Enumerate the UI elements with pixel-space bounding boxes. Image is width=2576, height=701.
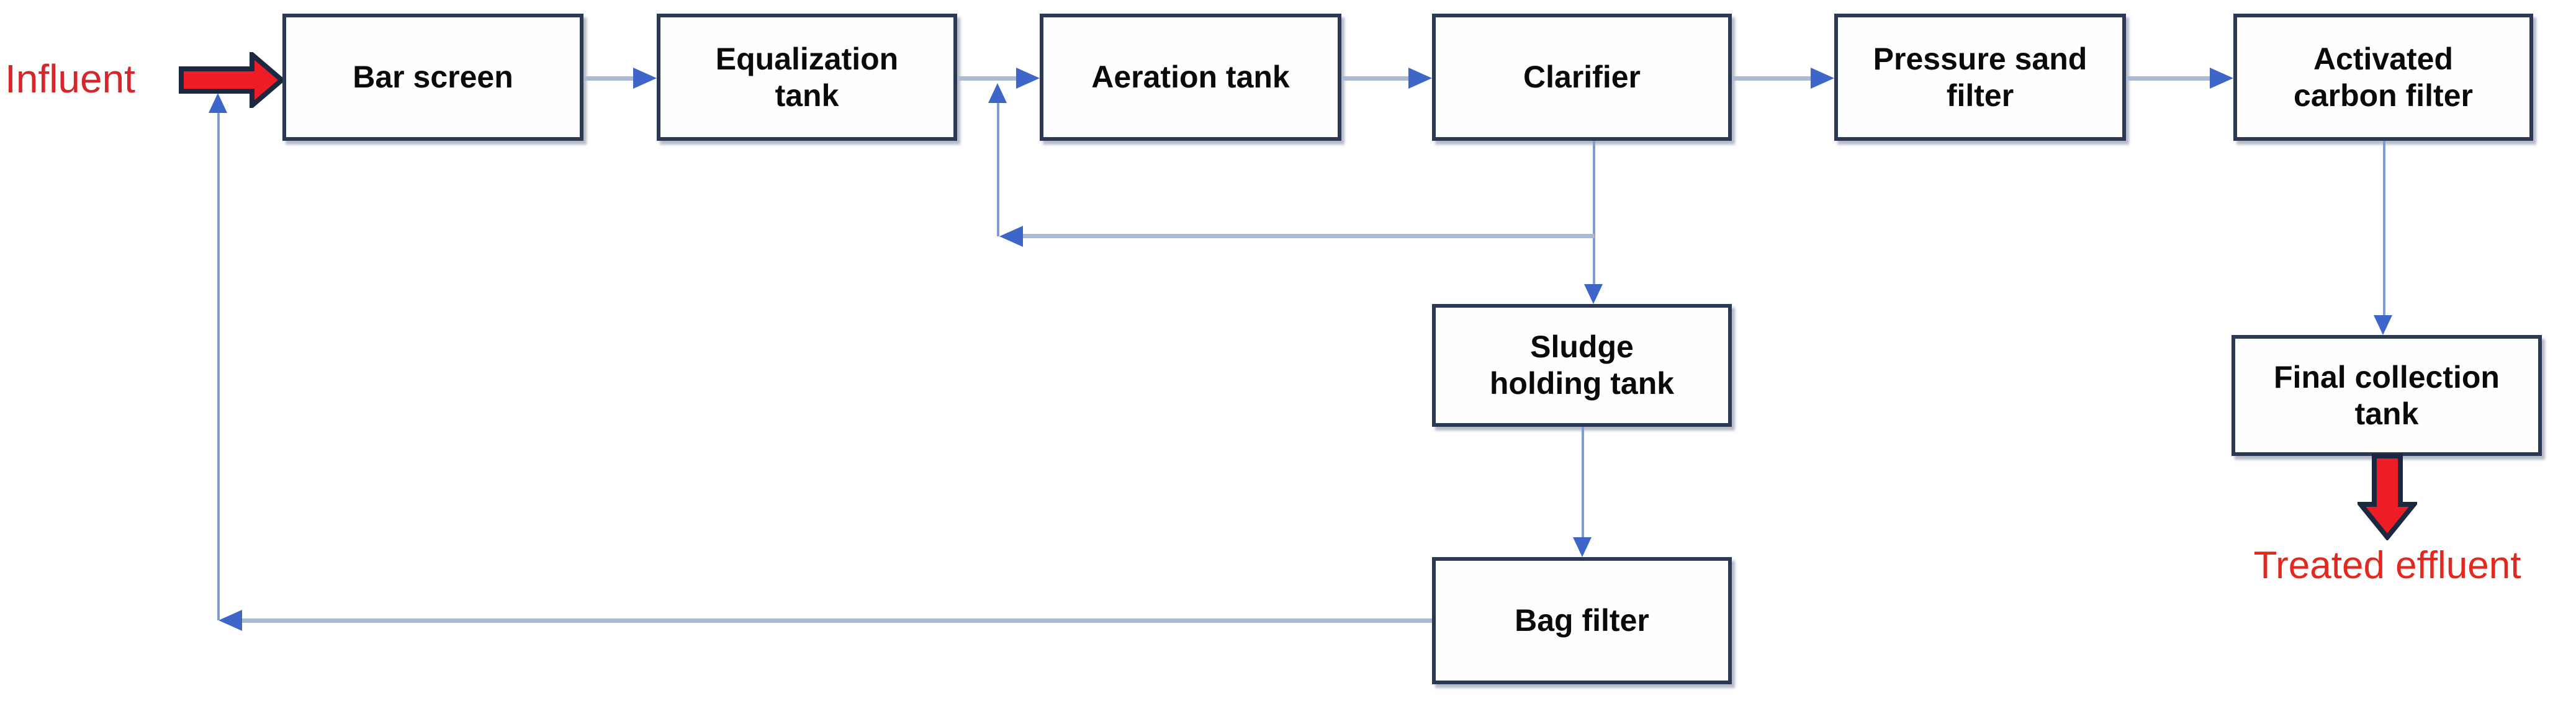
node-final-collection-tank: Final collection tank	[2231, 335, 2542, 456]
node-pressure-sand-filter: Pressure sand filter	[1834, 14, 2126, 141]
arrow-right-icon	[1408, 68, 1432, 89]
node-equalization-tank: Equalization tank	[657, 14, 957, 141]
node-aeration-tank: Aeration tank	[1040, 14, 1341, 141]
connector-bagfilter-return-vertical	[217, 113, 220, 620]
influent-label: Influent	[5, 56, 135, 101]
connector-barscreen-equalization	[583, 76, 636, 81]
node-label: Sludge holding tank	[1489, 329, 1675, 401]
connector-aeration-clarifier	[1341, 76, 1411, 81]
node-label: Final collection tank	[2274, 359, 2500, 431]
connector-sludge-bagfilter	[1582, 427, 1584, 538]
node-clarifier: Clarifier	[1432, 14, 1732, 141]
node-bar-screen: Bar screen	[282, 14, 583, 141]
arrow-left-icon	[999, 226, 1023, 247]
node-bag-filter: Bag filter	[1432, 557, 1732, 684]
arrow-right-icon	[1016, 68, 1040, 89]
arrow-right-icon	[1811, 68, 1834, 89]
node-label: Activated carbon filter	[2294, 41, 2473, 113]
connector-clarifier-pressuresand	[1732, 76, 1813, 81]
node-label: Bag filter	[1515, 603, 1649, 638]
arrow-down-icon	[1584, 284, 1603, 304]
connector-equalization-aeration	[957, 76, 1019, 81]
node-label: Bar screen	[353, 60, 513, 94]
influent-arrow-icon	[179, 52, 286, 108]
arrow-left-icon	[218, 610, 242, 631]
arrow-up-icon	[988, 83, 1007, 103]
node-label: Clarifier	[1523, 60, 1641, 94]
connector-bagfilter-return-horizontal	[242, 618, 1432, 623]
connector-return-loop-horizontal	[1023, 234, 1595, 238]
treated-effluent-arrow-icon	[2358, 453, 2417, 540]
node-label: Equalization tank	[715, 41, 899, 113]
connector-return-loop-vertical	[997, 103, 999, 236]
arrow-up-icon	[209, 93, 227, 113]
arrow-right-icon	[2210, 68, 2233, 89]
node-activated-carbon-filter: Activated carbon filter	[2233, 14, 2533, 141]
node-sludge-holding-tank: Sludge holding tank	[1432, 304, 1732, 427]
arrow-right-icon	[633, 68, 657, 89]
arrow-down-icon	[2374, 315, 2392, 335]
node-label: Aeration tank	[1091, 60, 1290, 94]
connector-clarifier-sludge	[1593, 141, 1595, 285]
arrow-down-icon	[1573, 537, 1592, 557]
node-label: Pressure sand filter	[1873, 41, 2087, 113]
connector-carbon-finaltank	[2383, 141, 2385, 316]
connector-pressuresand-activatedcarbon	[2126, 76, 2212, 81]
treated-effluent-label: Treated effluent	[2253, 544, 2521, 587]
